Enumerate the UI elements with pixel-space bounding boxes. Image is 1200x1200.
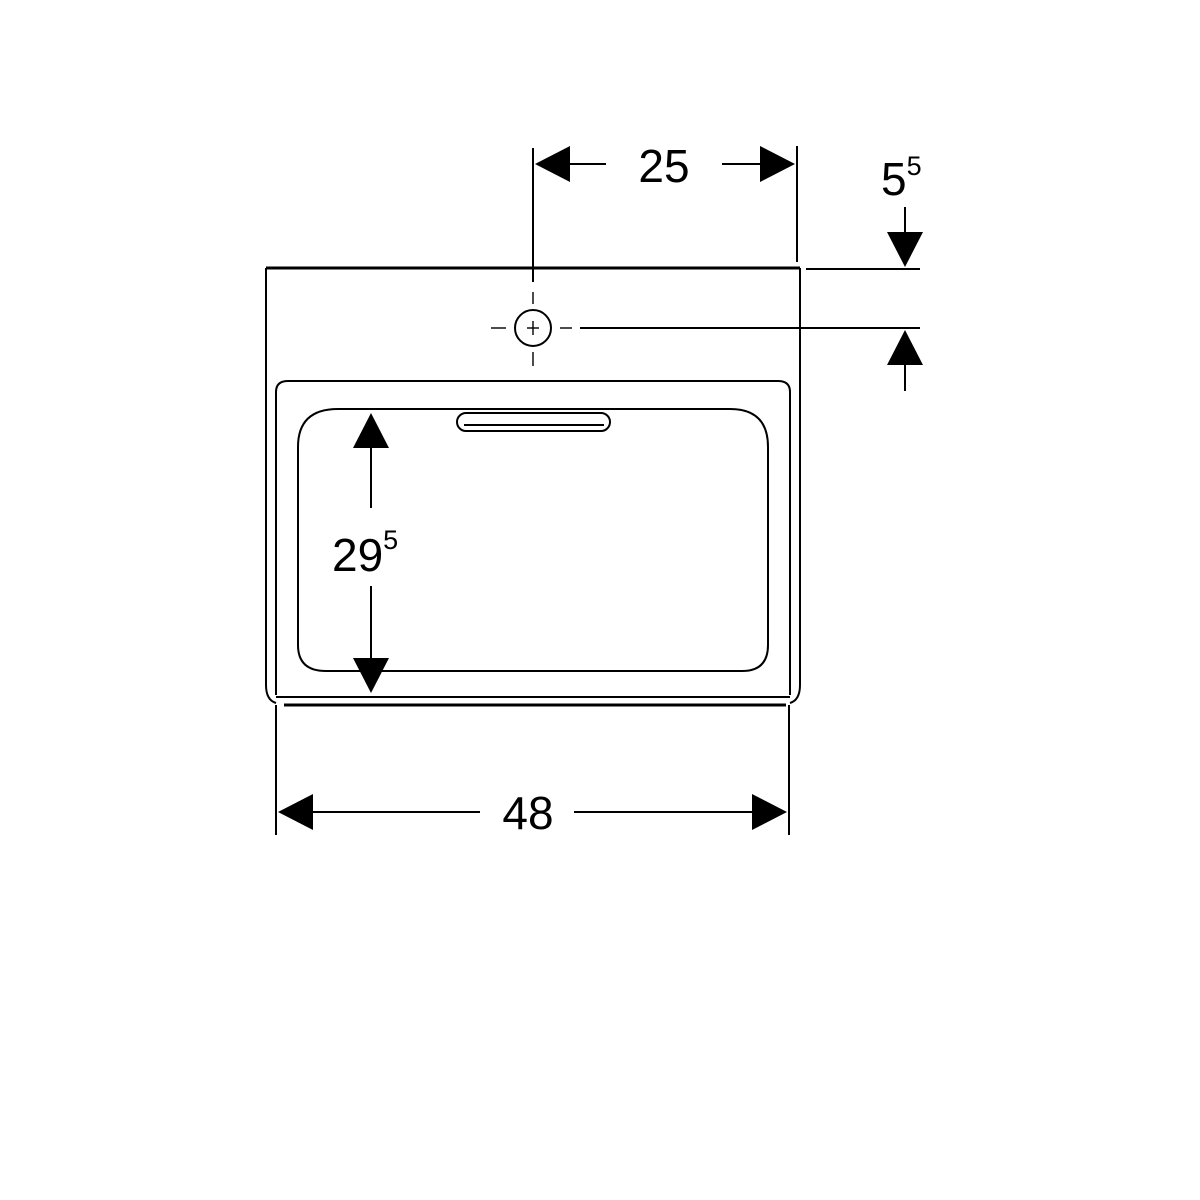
dim-bowl-depth-value: 29 <box>332 529 383 581</box>
svg-text:25: 25 <box>638 140 689 192</box>
svg-text:48: 48 <box>502 787 553 839</box>
svg-text:55: 55 <box>881 151 922 205</box>
dimension-total-width: 48 <box>275 705 790 839</box>
bowl-outline <box>297 408 769 672</box>
outer-right-side <box>789 268 801 704</box>
dim-total-width-value: 48 <box>502 787 553 839</box>
overflow-slot <box>456 412 611 432</box>
outer-left-side <box>265 268 277 704</box>
washbasin-outline <box>265 266 801 707</box>
dim-tap-depth-sup: 5 <box>907 151 922 181</box>
rim-inner-outline <box>275 380 791 695</box>
dimension-tap-depth: 55 <box>580 151 923 391</box>
dim-tap-offset-value: 25 <box>638 140 689 192</box>
dim-tap-depth-value: 5 <box>881 153 907 205</box>
dimension-bowl-depth: 295 <box>332 413 398 693</box>
dimension-tap-offset: 25 <box>532 140 798 282</box>
tap-hole-icon <box>491 292 572 366</box>
dim-bowl-depth-sup: 5 <box>383 525 398 555</box>
svg-text:295: 295 <box>332 525 398 581</box>
